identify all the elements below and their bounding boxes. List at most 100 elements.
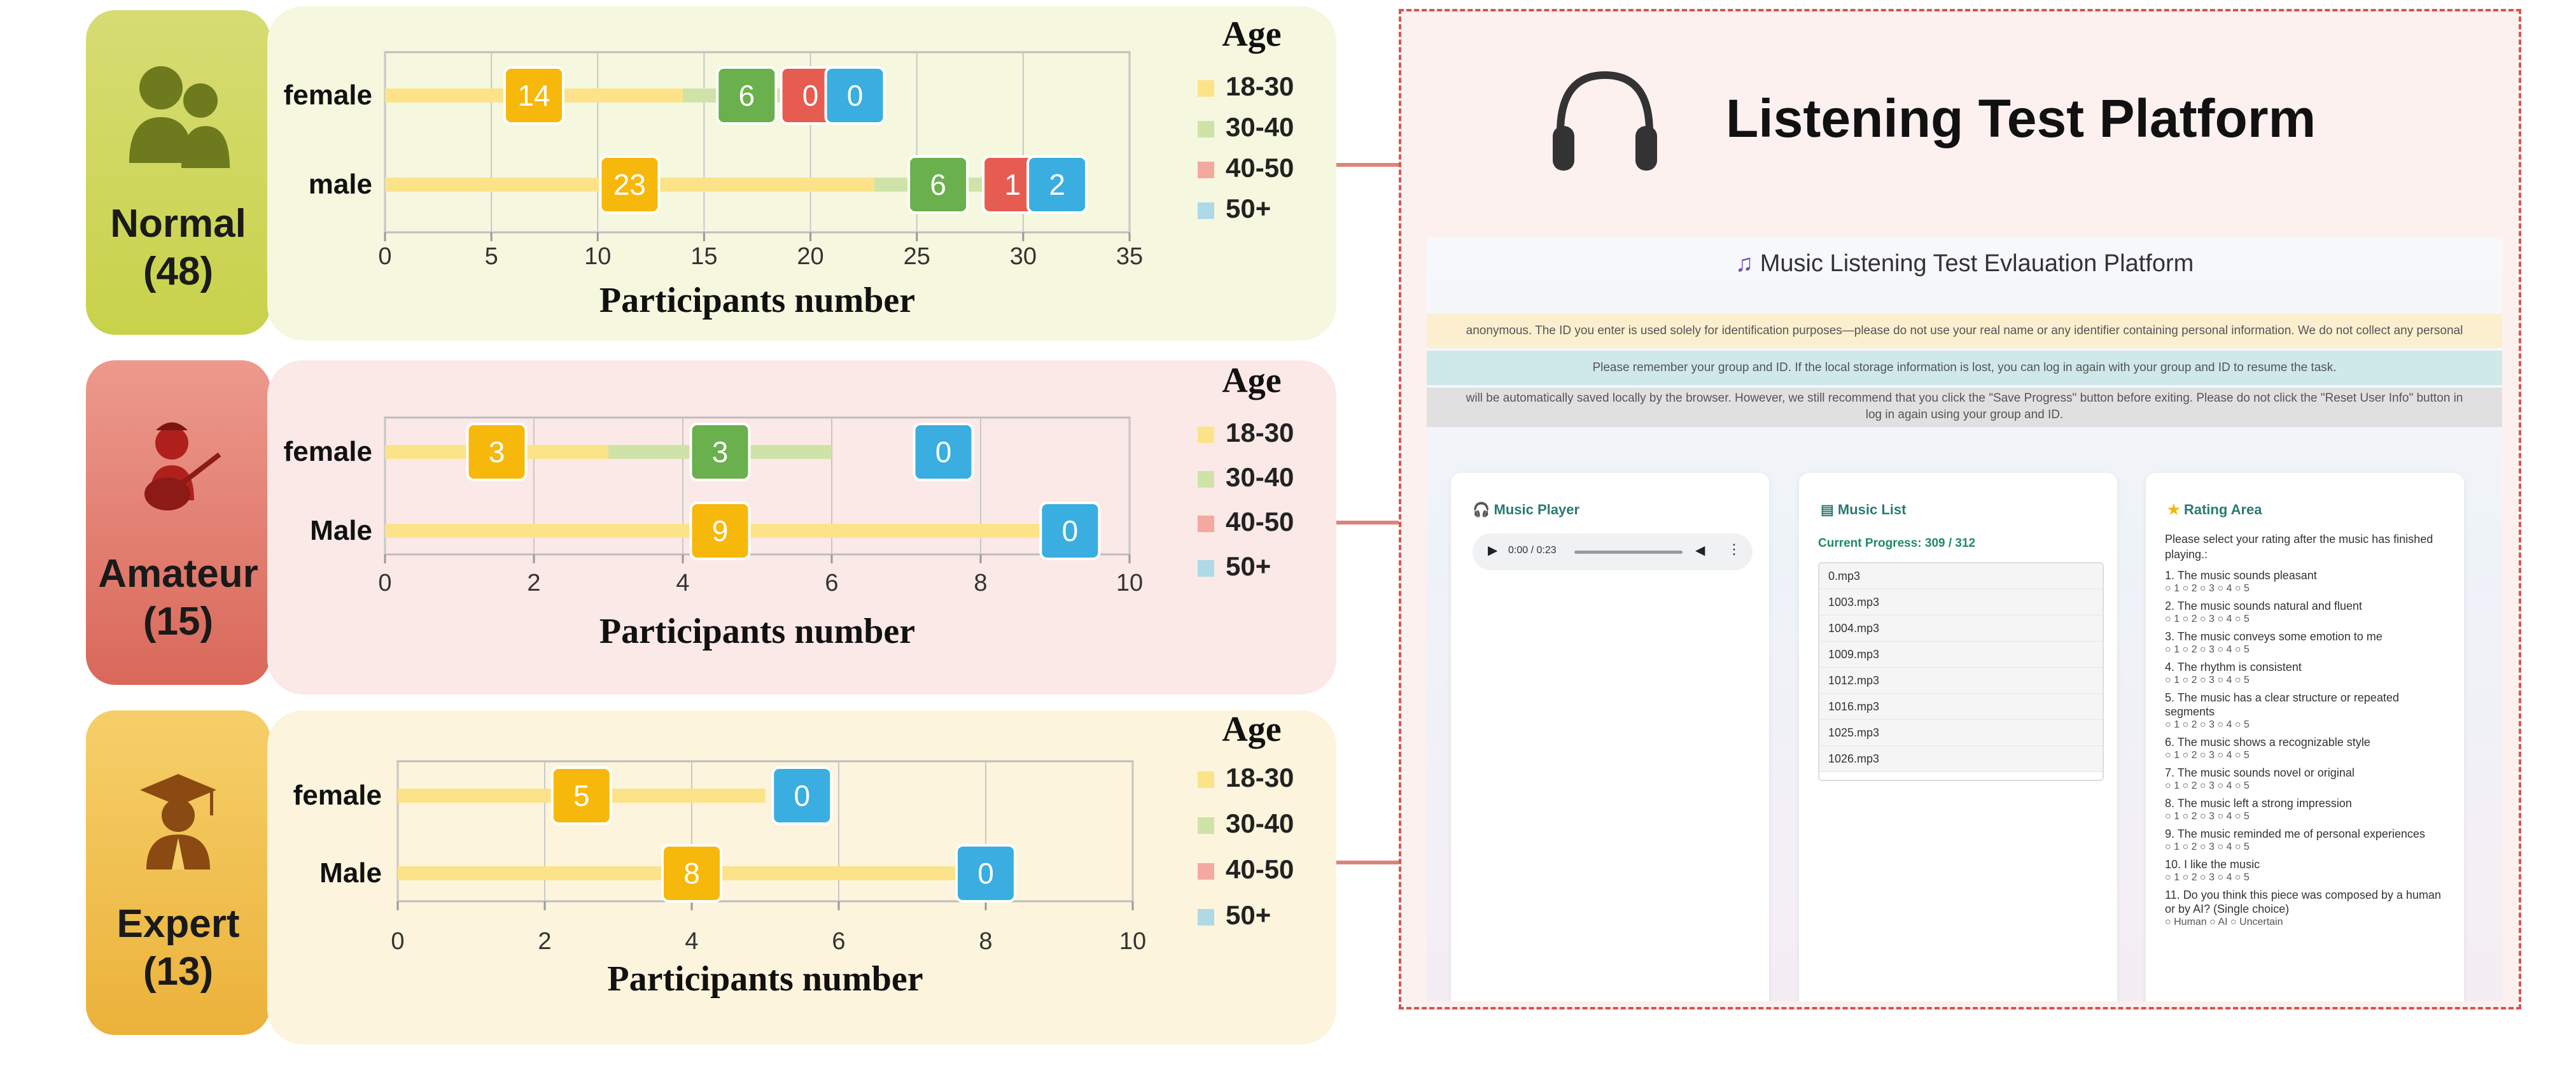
app-screenshot: ♫ Music Listening Test Evlauation Platfo… xyxy=(1427,237,2502,1001)
tick-label: 20 xyxy=(797,243,823,270)
connector-line xyxy=(1336,861,1399,864)
rating-options[interactable]: ○ 1 ○ 2 ○ 3 ○ 4 ○ 5 xyxy=(2165,614,2250,624)
category-label: female xyxy=(284,80,372,111)
legend-label: 40-50 xyxy=(1226,153,1294,183)
music-list-item[interactable]: 1003.mp3 xyxy=(1819,589,2103,616)
rating-options[interactable]: ○ 1 ○ 2 ○ 3 ○ 4 ○ 5 xyxy=(2165,780,2250,791)
legend-label: 18-30 xyxy=(1226,71,1294,101)
music-list-item[interactable]: 1004.mp3 xyxy=(1819,616,2103,642)
player-time: 0:00 / 0:23 xyxy=(1508,545,1557,556)
rating-options[interactable]: ○ 1 ○ 2 ○ 3 ○ 4 ○ 5 xyxy=(2165,675,2250,686)
rating-options[interactable]: ○ 1 ○ 2 ○ 3 ○ 4 ○ 5 xyxy=(2165,872,2250,883)
rating-question: 5. The music has a clear structure or re… xyxy=(2165,691,2399,718)
legend-swatch xyxy=(1198,121,1214,137)
more-options-icon[interactable]: ⋮ xyxy=(1727,541,1741,557)
legend-label: 30-40 xyxy=(1226,808,1294,838)
banner-text: Please remember your group and ID. If th… xyxy=(1592,361,2337,374)
data-label: 9 xyxy=(712,514,729,547)
value-box xyxy=(824,66,886,125)
choice-options[interactable]: ○ Human ○ AI ○ Uncertain xyxy=(2165,917,2283,927)
data-label: 5 xyxy=(573,779,590,812)
notice-banner-privacy: anonymous. The ID you enter is used sole… xyxy=(1427,314,2502,348)
data-label: 0 xyxy=(802,79,819,112)
rating-area-title: ★ Rating Area xyxy=(2167,502,2262,518)
tick-label: 4 xyxy=(676,570,689,596)
music-player-title: 🎧 Music Player xyxy=(1473,502,1579,518)
app-title-text: Music Listening Test Evlauation Platform xyxy=(1760,250,2194,277)
value-box xyxy=(913,423,974,481)
legend-swatch xyxy=(1198,771,1214,788)
headphone-icon: 🎧 xyxy=(1473,502,1494,517)
value-box xyxy=(689,502,751,560)
rating-question: 7. The music sounds novel or original xyxy=(2165,766,2355,779)
rating-question: 1. The music sounds pleasant xyxy=(2165,569,2317,582)
rating-options[interactable]: ○ 1 ○ 2 ○ 3 ○ 4 ○ 5 xyxy=(2165,811,2250,822)
rating-question: 3. The music conveys some emotion to me xyxy=(2165,630,2383,643)
data-label: 8 xyxy=(683,857,700,890)
progress-text: Current Progress: 309 / 312 xyxy=(1818,537,1976,550)
guitarist-icon xyxy=(86,405,270,538)
music-list-item[interactable]: 1016.mp3 xyxy=(1819,694,2103,720)
category-label: Male xyxy=(319,857,382,889)
music-list-item[interactable]: 1012.mp3 xyxy=(1819,668,2103,694)
value-box xyxy=(1039,502,1101,560)
music-list-item[interactable]: 1026.mp3 xyxy=(1819,746,2103,772)
category-label: Male xyxy=(310,515,372,546)
list-icon: ▤ xyxy=(1821,502,1838,517)
rating-options[interactable]: ○ 1 ○ 2 ○ 3 ○ 4 ○ 5 xyxy=(2165,841,2250,852)
legend-label: 40-50 xyxy=(1226,507,1294,537)
value-box xyxy=(716,66,778,125)
rating-options[interactable]: ○ 1 ○ 2 ○ 3 ○ 4 ○ 5 xyxy=(2165,750,2250,761)
rating-options[interactable]: ○ 1 ○ 2 ○ 3 ○ 4 ○ 5 xyxy=(2165,719,2250,730)
notice-banner-remember: Please remember your group and ID. If th… xyxy=(1427,351,2502,385)
rating-area-card: ★ Rating Area Please select your rating … xyxy=(2146,473,2464,1001)
rating-question: 4. The rhythm is consistent xyxy=(2165,661,2302,673)
tick-label: 0 xyxy=(378,243,391,270)
rating-options[interactable]: ○ 1 ○ 2 ○ 3 ○ 4 ○ 5 xyxy=(2165,644,2250,655)
music-note-icon: ♫ xyxy=(1735,250,1760,277)
card-title-text: Music Player xyxy=(1494,502,1580,517)
value-box xyxy=(771,766,833,825)
value-box xyxy=(661,844,722,903)
volume-icon[interactable]: ◀ xyxy=(1695,544,1705,558)
data-label: 14 xyxy=(517,79,550,112)
rating-question: 8. The music left a strong impression xyxy=(2165,797,2352,810)
category-label: female xyxy=(293,780,382,811)
category-label: female xyxy=(284,436,372,467)
people-icon xyxy=(86,55,270,188)
seek-bar[interactable] xyxy=(1574,551,1683,554)
x-axis-label: Participants number xyxy=(599,281,915,320)
group-name: Expert xyxy=(116,902,240,946)
legend-label: 18-30 xyxy=(1226,763,1294,792)
music-list-item[interactable]: 1009.mp3 xyxy=(1819,642,2103,668)
value-box xyxy=(955,844,1016,903)
card-title-text: Music List xyxy=(1837,502,1907,517)
tick-label: 10 xyxy=(584,243,611,270)
audio-player[interactable]: ▶ 0:00 / 0:23 ◀ ⋮ xyxy=(1473,533,1753,570)
tick-label: 2 xyxy=(527,570,540,596)
rating-intro-text: Please select your rating after the musi… xyxy=(2165,533,2433,561)
group-name: Amateur xyxy=(98,552,258,596)
music-list-item[interactable]: 1025.mp3 xyxy=(1819,720,2103,746)
banner-text: anonymous. The ID you enter is used sole… xyxy=(1466,324,2463,337)
question-list: 1. The music sounds pleasant○ 1 ○ 2 ○ 3 … xyxy=(2165,568,2445,884)
group-name: Normal xyxy=(110,202,246,246)
play-icon[interactable]: ▶ xyxy=(1488,544,1498,558)
value-box xyxy=(599,155,661,214)
tick-label: 25 xyxy=(904,243,930,270)
legend-swatch xyxy=(1198,80,1214,97)
rating-question: 10. I like the music xyxy=(2165,858,2260,871)
graduate-icon xyxy=(86,755,270,889)
value-box xyxy=(907,155,969,214)
data-label: 6 xyxy=(930,168,946,201)
tick-label: 6 xyxy=(825,570,838,596)
rating-question: 6. The music shows a recognizable style xyxy=(2165,736,2370,749)
music-list-item[interactable]: 0.mp3 xyxy=(1819,563,2103,589)
legend-label: 50+ xyxy=(1226,900,1271,930)
rating-options[interactable]: ○ 1 ○ 2 ○ 3 ○ 4 ○ 5 xyxy=(2165,583,2250,594)
legend-label: 30-40 xyxy=(1226,112,1294,142)
tick-label: 10 xyxy=(1116,570,1143,596)
rating-question: 2. The music sounds natural and fluent xyxy=(2165,600,2362,612)
